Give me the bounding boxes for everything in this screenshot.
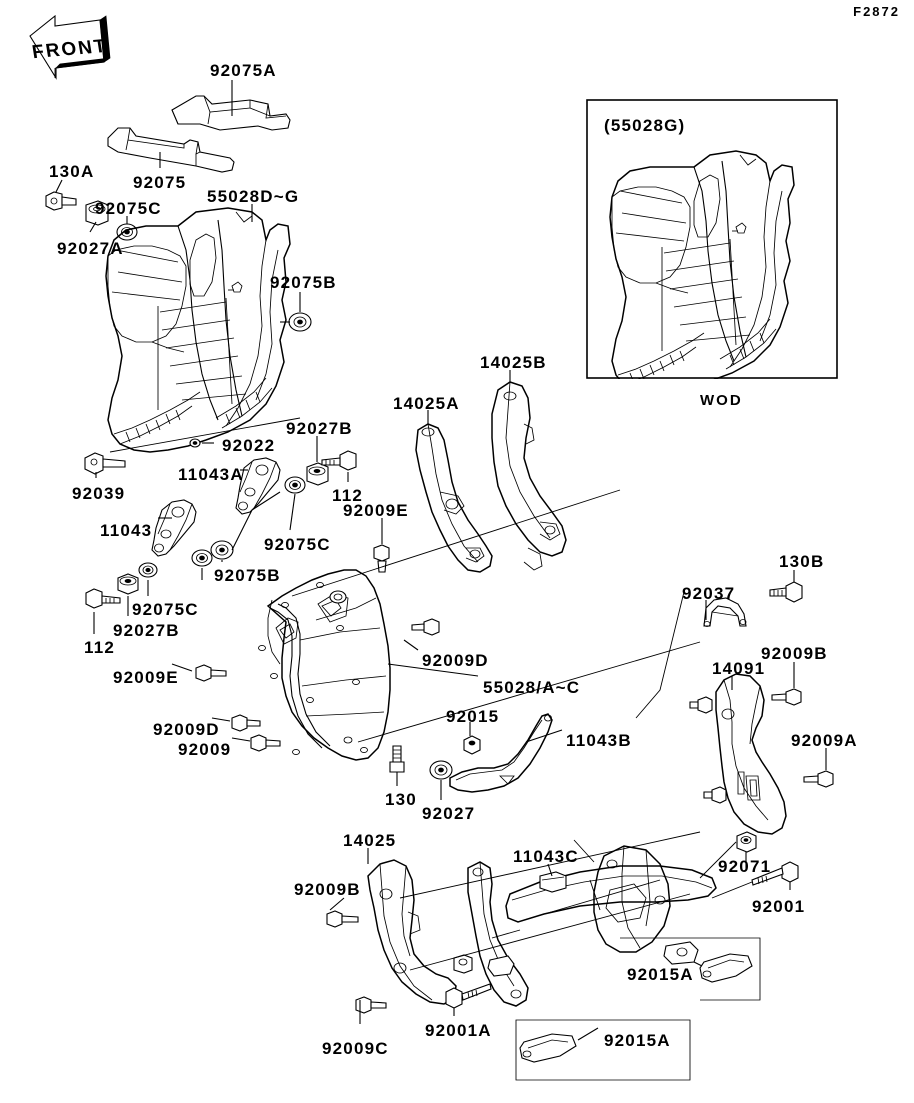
part-label-130a: 130A [49, 162, 95, 181]
part-label-92015a-1: 92015A [627, 965, 694, 984]
part-92075c-grommet-3 [138, 562, 158, 578]
part-14025-bracket-bottom [367, 859, 473, 1005]
part-92022-washer [189, 438, 201, 448]
part-label-92009e-2: 92009E [113, 668, 179, 687]
part-92075-shape [107, 127, 235, 173]
part-92009e-screw-1 [373, 544, 390, 573]
part-label-112-2: 112 [84, 638, 116, 657]
part-label-92001: 92001 [752, 897, 806, 916]
front-arrow-label: FRONT [30, 35, 110, 64]
part-label-14091: 14091 [712, 659, 766, 678]
part-label-92027: 92027 [422, 804, 476, 823]
part-11043a-bracket [235, 457, 281, 515]
part-92027b-collar-1 [306, 462, 329, 486]
part-92009e-screw-2 [195, 664, 227, 682]
part-92009d-screw-1 [411, 618, 440, 636]
part-14025b-bracket [491, 381, 567, 571]
inset-panel: (55028G) [586, 99, 838, 379]
part-92075b-grommet-3 [191, 549, 213, 567]
part-label-92009d-1: 92009D [422, 651, 489, 670]
part-label-92009c: 92009C [322, 1039, 389, 1058]
part-label-11043a: 11043A [178, 465, 244, 484]
part-label-92075: 92075 [133, 173, 187, 192]
inset-title: (55028G) [604, 116, 686, 135]
part-label-92009: 92009 [178, 740, 232, 759]
part-92009a-screw [803, 770, 834, 788]
part-label-92027b-2: 92027B [113, 621, 180, 640]
part-92071-damper [736, 831, 757, 853]
part-92075b-grommet-1 [288, 312, 312, 332]
part-55028ac-bracket [258, 569, 391, 761]
part-label-92009b-1: 92009B [761, 644, 828, 663]
part-11043-bracket [151, 499, 197, 557]
part-label-14025b: 14025B [480, 353, 547, 372]
part-11043c-subframe [467, 845, 717, 1007]
part-label-92009e-1: 92009E [343, 501, 409, 520]
part-label-92075b-2: 92075B [214, 566, 281, 585]
part-label-55028dg: 55028D~G [207, 187, 300, 206]
part-label-92075a: 92075A [210, 61, 277, 80]
part-label-92075c-2: 92075C [264, 535, 331, 554]
part-112-bolt-1 [321, 450, 357, 471]
part-92027b-collar-2 [117, 573, 139, 595]
part-92015a-pad-2 [515, 1019, 691, 1081]
part-92075c-grommet-2 [284, 476, 306, 494]
inset-caption: WOD [700, 392, 743, 409]
part-label-92001a: 92001A [425, 1021, 492, 1040]
part-label-130b: 130B [779, 552, 825, 571]
part-label-112-1: 112 [332, 486, 364, 505]
part-label-11043: 11043 [100, 521, 153, 540]
part-label-130: 130 [385, 790, 417, 809]
part-92075b-grommet-2 [210, 540, 234, 560]
part-label-92039: 92039 [72, 484, 126, 503]
part-112-bolt-2 [85, 588, 121, 609]
part-130-bolt [389, 745, 405, 773]
part-92037-clamp [703, 597, 747, 627]
part-label-92015: 92015 [446, 707, 500, 726]
part-14091-cover [689, 673, 787, 835]
leader-lines [55, 80, 827, 1041]
part-label-92009d-2: 92009D [153, 720, 220, 739]
part-14025a-bracket [415, 423, 493, 573]
part-130a-bolt [45, 191, 77, 211]
part-11043b-guide [449, 713, 553, 793]
part-label-92027a: 92027A [57, 239, 124, 258]
part-92075c-grommet-1 [116, 223, 138, 241]
part-130b-bolt [769, 581, 803, 603]
part-92039-screw [84, 452, 126, 475]
part-92009b-screw-1 [771, 688, 802, 706]
part-label-11043b: 11043B [566, 731, 632, 750]
part-label-92071: 92071 [718, 857, 772, 876]
part-92015a-pad-1 [620, 937, 761, 1001]
part-label-14025: 14025 [343, 831, 397, 850]
part-label-92075c-3: 92075C [132, 600, 199, 619]
part-label-92027b-1: 92027B [286, 419, 353, 438]
front-arrow-icon [29, 14, 111, 80]
part-label-92009b-2: 92009B [294, 880, 361, 899]
part-92009b-screw-2 [326, 910, 359, 928]
part-label-92009a: 92009A [791, 731, 858, 750]
part-label-14025a: 14025A [393, 394, 460, 413]
part-92015-nut [463, 735, 481, 755]
inset-linework [586, 99, 838, 379]
assembly-reference-lines [109, 417, 753, 971]
part-55028dg-fairing [105, 207, 291, 453]
part-label-92075b-1: 92075B [270, 273, 337, 292]
part-92001-bolt [751, 861, 799, 886]
part-label-92015a-2: 92015A [604, 1031, 671, 1050]
part-92001a-bolt [445, 983, 492, 1009]
part-label-92022: 92022 [222, 436, 276, 455]
part-label-11043c: 11043C [513, 847, 579, 866]
part-label-92075c-1: 92075C [95, 199, 162, 218]
part-92009-screw [250, 734, 281, 752]
part-label-55028ac: 55028/A~C [483, 678, 581, 697]
inset-part-55028g-shape [609, 150, 795, 379]
part-92027a-collar [85, 200, 109, 226]
diagram-code: F2872 [853, 4, 900, 19]
part-label-92037: 92037 [682, 584, 736, 603]
part-92027-collar [429, 760, 453, 780]
part-92075a-shape [171, 95, 291, 131]
part-92009d-screw-2 [231, 714, 261, 732]
